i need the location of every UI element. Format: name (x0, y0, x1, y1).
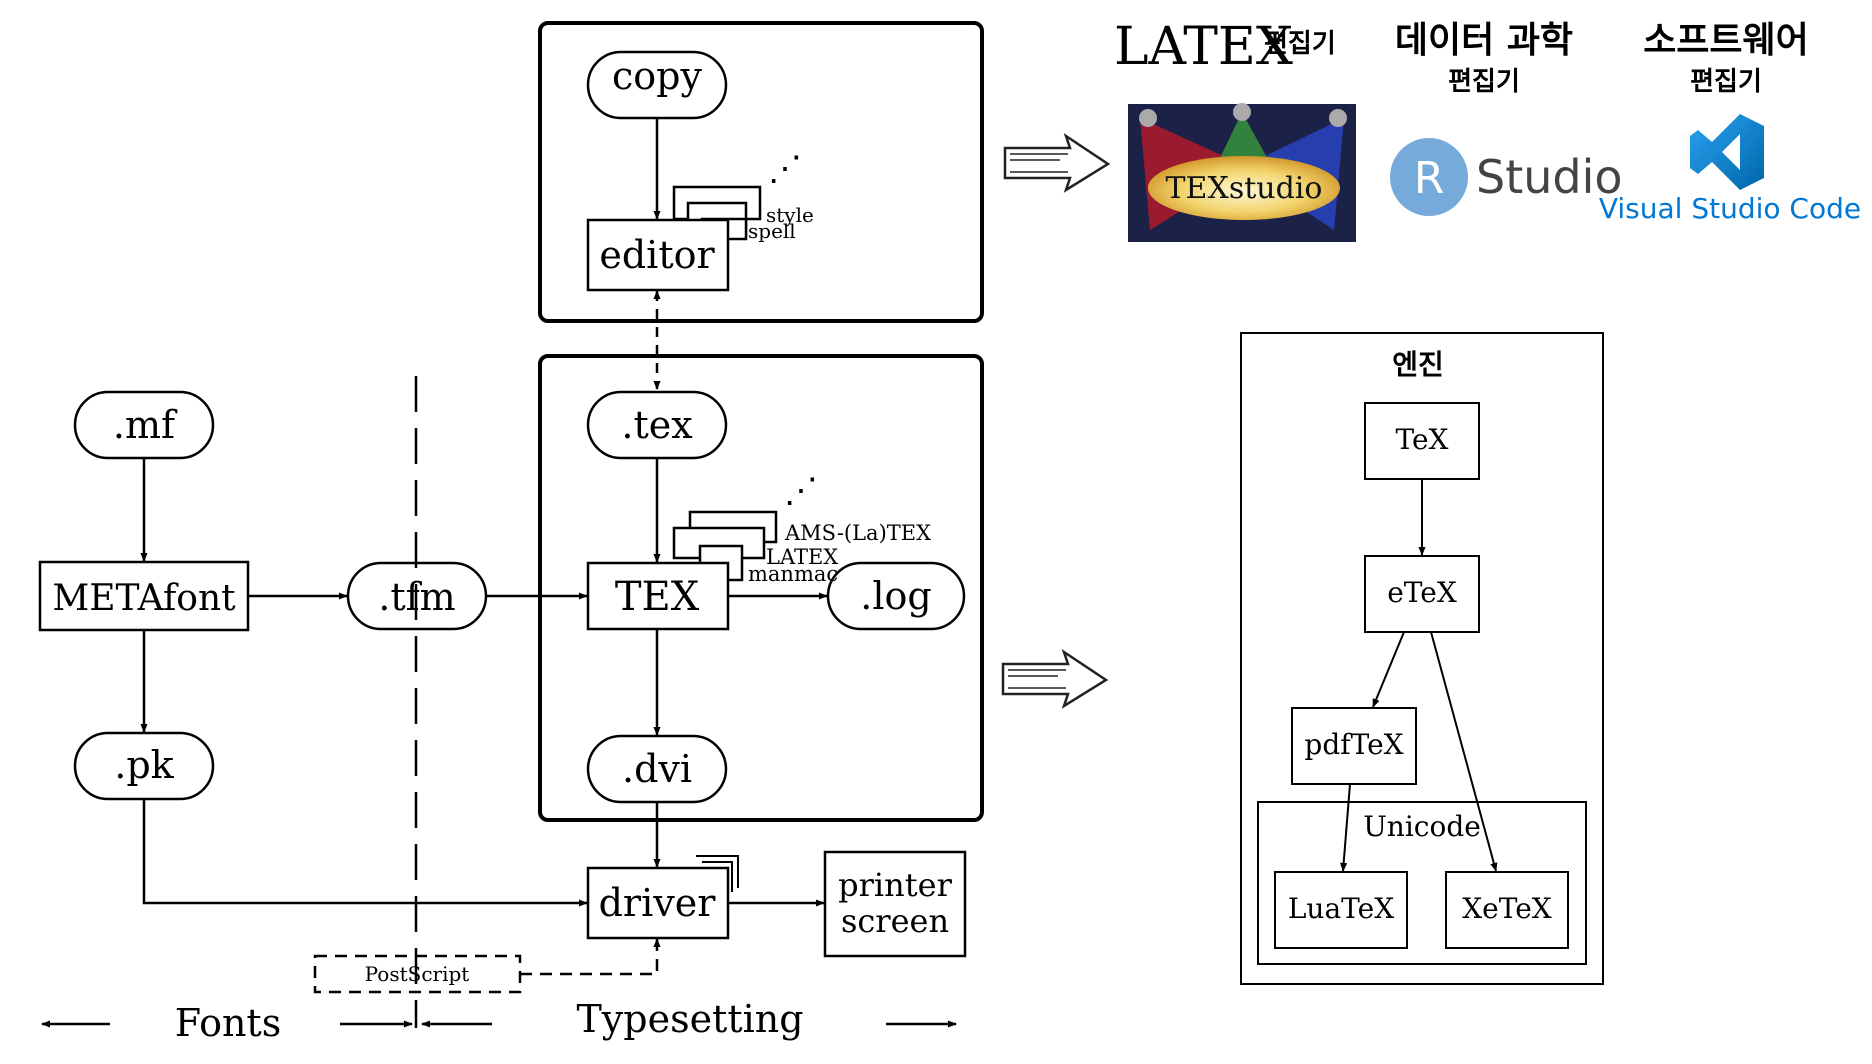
etex-to-pdftex-edge (1372, 631, 1405, 708)
log-label: .log (860, 574, 931, 618)
luatex-engine-label: LuaTeX (1288, 892, 1394, 925)
copy-label: copy (612, 54, 702, 98)
sw-editor-label: 소프트웨어 (1643, 20, 1809, 61)
printer-screen-node (823, 850, 967, 958)
tfm-label: .tfm (378, 575, 455, 619)
unicode-cluster-label: Unicode (1363, 810, 1481, 843)
style-label: style (766, 203, 814, 227)
postscript-label: PostScript (365, 962, 470, 986)
pdftex-to-luatex-edge (1340, 783, 1351, 872)
tex-engine-node (586, 561, 730, 631)
latex-format-label: LATEX (766, 545, 838, 569)
mf-label: .mf (113, 403, 178, 447)
engines-panel (1240, 332, 1604, 985)
pk-to-driver-arrow (142, 799, 588, 907)
tex-engine-label: TEX (615, 574, 700, 620)
pk-label: .pk (114, 743, 174, 787)
editor-dots: ⋰ (768, 149, 802, 189)
log-node (826, 561, 966, 631)
postscript-to-driver-arrow (520, 938, 661, 976)
editor-group-box (538, 21, 984, 323)
etex-engine-box (1364, 555, 1480, 633)
editors-section: LATEX 편집기 데이터 과학 편집기 소프트웨어 편집기 TEXstudio… (1114, 17, 1861, 242)
etex-to-xetex-edge (1430, 631, 1498, 872)
vscode-icon (1690, 114, 1764, 190)
driver-label: driver (599, 881, 717, 925)
tex-file-label: .tex (621, 403, 692, 447)
manmac-label: manmac (748, 562, 838, 586)
engines-section: 엔진 TeX eTeX pdfTeX Unicode LuaTeX XeTeX (1240, 332, 1604, 985)
unicode-cluster (1257, 801, 1587, 965)
latex-logo: LATEX (1114, 17, 1293, 77)
ds-editor-label: 데이터 과학 (1395, 20, 1573, 61)
tex-dots: ⋰ (784, 471, 818, 511)
vscode-logo: Visual Studio Code (1599, 114, 1861, 225)
screen-label: screen (841, 902, 949, 940)
fonts-label: Fonts (175, 1001, 281, 1045)
printer-label: printer (838, 866, 952, 904)
ams-tex-label: AMS-(La)TEX (784, 521, 931, 545)
xetex-engine-label: XeTeX (1462, 892, 1552, 925)
pointer-arrow-top (1003, 132, 1111, 193)
editor-label: editor (599, 233, 715, 277)
sw-editor-sublabel: 편집기 (1690, 67, 1762, 97)
tex-engine-label: TeX (1395, 423, 1448, 456)
rstudio-r: R (1414, 153, 1445, 204)
vscode-wordmark: Visual Studio Code (1599, 192, 1861, 225)
texstudio-logo: TEXstudio (1128, 103, 1356, 242)
texstudio-wordmark: TEXstudio (1166, 171, 1323, 206)
pdftex-engine-box (1291, 707, 1417, 785)
latex-editor-label: 편집기 (1264, 29, 1336, 59)
typesetting-label: Typesetting (576, 997, 803, 1041)
tex-group-box (538, 354, 984, 822)
rstudio-wordmark: Studio (1476, 150, 1623, 204)
editor-node (586, 218, 730, 292)
metafont-label: METAfont (52, 578, 236, 619)
rstudio-logo: R Studio (1390, 138, 1623, 216)
ds-editor-sublabel: 편집기 (1448, 67, 1520, 97)
pointer-arrow-bottom (1001, 648, 1109, 709)
flow-diagram (38, 21, 984, 1028)
engines-title: 엔진 (1392, 348, 1444, 381)
luatex-engine-box (1274, 871, 1408, 949)
spell-label: spell (748, 219, 796, 243)
pdftex-engine-label: pdfTeX (1304, 728, 1403, 761)
xetex-engine-box (1445, 871, 1569, 949)
dvi-label: .dvi (622, 747, 692, 791)
flow-labels: copy editor style spell ⋰ .tex TEX ⋰ AMS… (52, 54, 952, 1045)
driver-node (586, 866, 730, 940)
etex-engine-label: eTeX (1387, 576, 1457, 609)
